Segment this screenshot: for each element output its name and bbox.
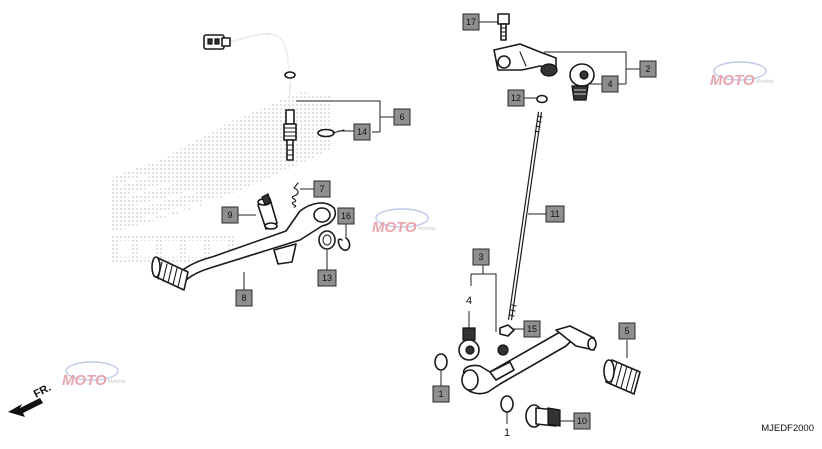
callout-5[interactable]: 5 (618, 322, 636, 340)
callout-14[interactable]: 14 (353, 123, 371, 141)
svg-text:4: 4 (607, 79, 612, 89)
ball-joint-upper (569, 63, 595, 101)
circlip (337, 237, 351, 252)
gearshift-tie-rod (507, 111, 543, 321)
dust-seal-left (434, 353, 448, 371)
svg-text:11: 11 (550, 209, 559, 219)
brake-pedal (151, 202, 337, 291)
diagram-code: MJEDF2000 (761, 423, 814, 434)
brand-wing-background (110, 92, 330, 262)
callout-3[interactable]: 3 (472, 248, 490, 266)
callout-11[interactable]: 11 (545, 205, 565, 223)
callout-15[interactable]: 15 (523, 320, 541, 338)
plain-label-4: 4 (466, 295, 472, 307)
svg-text:15: 15 (527, 324, 537, 334)
callout-17[interactable]: 17 (462, 13, 480, 31)
hex-nut (536, 94, 548, 104)
svg-text:2: 2 (645, 64, 650, 74)
svg-text:Motofair: Motofair (108, 379, 126, 385)
flange-bolt (497, 13, 510, 41)
pivot-collar (257, 193, 278, 230)
front-direction-arrow: FR. (8, 382, 53, 417)
leader-lines (238, 21, 640, 424)
watermark-logo: MOTO Motofair MOTO Motofair MOTO Motofai… (62, 61, 774, 389)
svg-text:8: 8 (241, 293, 246, 303)
callout-10[interactable]: 10 (573, 412, 591, 430)
svg-text:9: 9 (227, 210, 232, 220)
callout-6[interactable]: 6 (393, 108, 411, 126)
callout-4[interactable]: 4 (601, 75, 619, 93)
svg-text:6: 6 (399, 112, 404, 122)
dust-seal-lower (500, 395, 514, 413)
brake-pedal-spring (291, 182, 299, 208)
front-direction-label: FR. (32, 382, 53, 401)
svg-text:1: 1 (438, 389, 443, 399)
gearshift-pedal (461, 325, 597, 395)
ball-joint-lower (458, 327, 480, 361)
svg-text:3: 3 (478, 252, 483, 262)
gearshift-arm (493, 43, 558, 77)
callout-8[interactable]: 8 (235, 289, 253, 307)
washer (318, 230, 336, 250)
callout-16[interactable]: 16 (337, 207, 355, 225)
callout-1[interactable]: 1 (432, 385, 450, 403)
callout-13[interactable]: 13 (317, 269, 337, 287)
callout-12[interactable]: 12 (507, 89, 525, 107)
plain-label-1: 1 (504, 427, 510, 439)
svg-text:13: 13 (322, 273, 332, 283)
svg-text:MOTO: MOTO (372, 219, 417, 236)
svg-text:17: 17 (466, 17, 476, 27)
svg-text:16: 16 (341, 211, 351, 221)
svg-text:7: 7 (319, 184, 324, 194)
callout-9[interactable]: 9 (221, 206, 239, 224)
svg-text:Motofair: Motofair (756, 79, 774, 85)
lock-nut (499, 324, 515, 337)
pedal-pivot-bolt (525, 404, 561, 428)
svg-text:MOTO: MOTO (62, 372, 107, 389)
ball-joint-inner (497, 344, 509, 356)
svg-text:Motofair: Motofair (418, 226, 436, 232)
callout-2[interactable]: 2 (639, 60, 657, 78)
svg-text:10: 10 (577, 416, 587, 426)
svg-text:MOTO: MOTO (710, 72, 755, 89)
brake-switch-harness (203, 33, 297, 161)
svg-text:12: 12 (511, 93, 521, 103)
shift-pedal-rubber (603, 359, 641, 395)
callout-7[interactable]: 7 (313, 180, 331, 198)
svg-text:14: 14 (357, 127, 367, 137)
svg-text:5: 5 (624, 326, 629, 336)
